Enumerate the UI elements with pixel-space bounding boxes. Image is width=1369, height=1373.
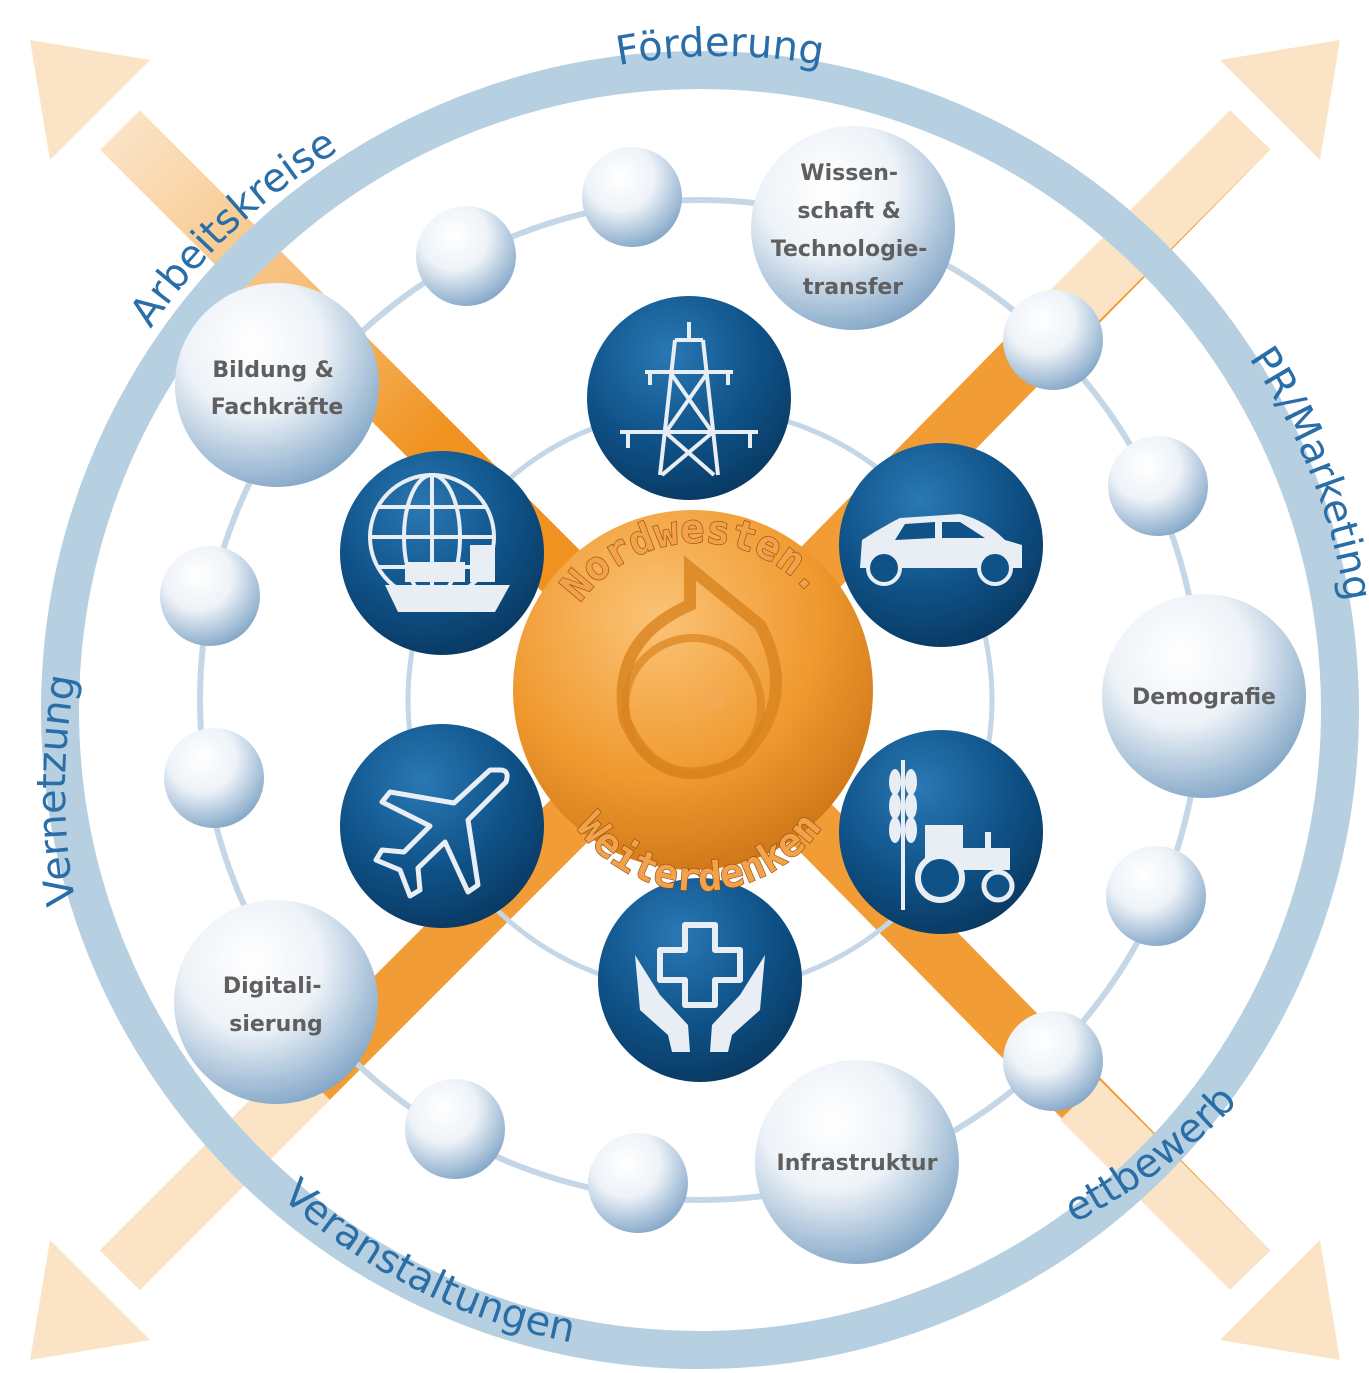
topic-label-line: Bildung &	[212, 358, 334, 383]
topic-sphere	[1102, 594, 1306, 798]
topic-digitalisierung: Digitali- sierung	[174, 900, 378, 1104]
small-sphere	[1003, 290, 1103, 390]
small-sphere	[582, 147, 682, 247]
topic-sphere	[755, 1060, 959, 1264]
wheat-tractor-icon	[839, 730, 1043, 934]
topic-sphere	[174, 900, 378, 1104]
topic-sphere	[751, 126, 955, 330]
globe-ship-icon	[340, 451, 544, 655]
topic-infrastruktur: Infrastruktur	[755, 1060, 959, 1264]
power-pylon-icon	[587, 296, 791, 500]
svg-text:Bildung & Fachkräfte: Bildung & Fachkräfte	[211, 358, 344, 420]
topic-sphere	[175, 283, 379, 487]
topic-demografie: Demografie	[1102, 594, 1306, 798]
svg-text:Digitali- sierung: Digitali- sierung	[223, 974, 329, 1037]
topic-label-line: schaft &	[797, 199, 901, 224]
small-sphere	[1108, 436, 1208, 536]
ring-label-veranstaltungen: Veranstaltungen	[274, 1170, 579, 1352]
small-sphere	[588, 1133, 688, 1233]
small-sphere	[1003, 1011, 1103, 1111]
topic-label-line: Wissen-	[800, 161, 898, 186]
cross-hands-icon	[598, 878, 802, 1082]
small-sphere	[1106, 846, 1206, 946]
svg-text:Infrastruktur: Infrastruktur	[777, 1151, 938, 1176]
topic-label-line: Fachkräfte	[211, 395, 344, 420]
small-sphere	[160, 546, 260, 646]
small-sphere	[416, 206, 516, 306]
topic-label-line: transfer	[803, 275, 903, 300]
car-icon	[839, 443, 1043, 647]
topic-label-line: Infrastruktur	[777, 1151, 938, 1176]
topic-label-line: Demografie	[1132, 685, 1276, 710]
topic-label-line: sierung	[229, 1012, 322, 1037]
svg-text:Wissen- schaft & T: Wissen- schaft & Technologie- transfer	[771, 161, 935, 300]
topic-label-line: Digitali-	[223, 974, 322, 999]
outer-ring	[41, 51, 1359, 1369]
airplane-icon	[340, 724, 544, 928]
ring-label-foerderung: Förderung	[612, 20, 827, 75]
topic-label-line: Technologie-	[771, 237, 927, 262]
small-sphere	[405, 1079, 505, 1179]
small-sphere	[164, 728, 264, 828]
small-spheres	[160, 147, 1208, 1233]
topic-bildung: Bildung & Fachkräfte	[175, 283, 379, 487]
topic-wissenschaft: Wissen- schaft & Technologie- transfer	[751, 126, 955, 330]
svg-text:Demografie: Demografie	[1132, 685, 1276, 710]
